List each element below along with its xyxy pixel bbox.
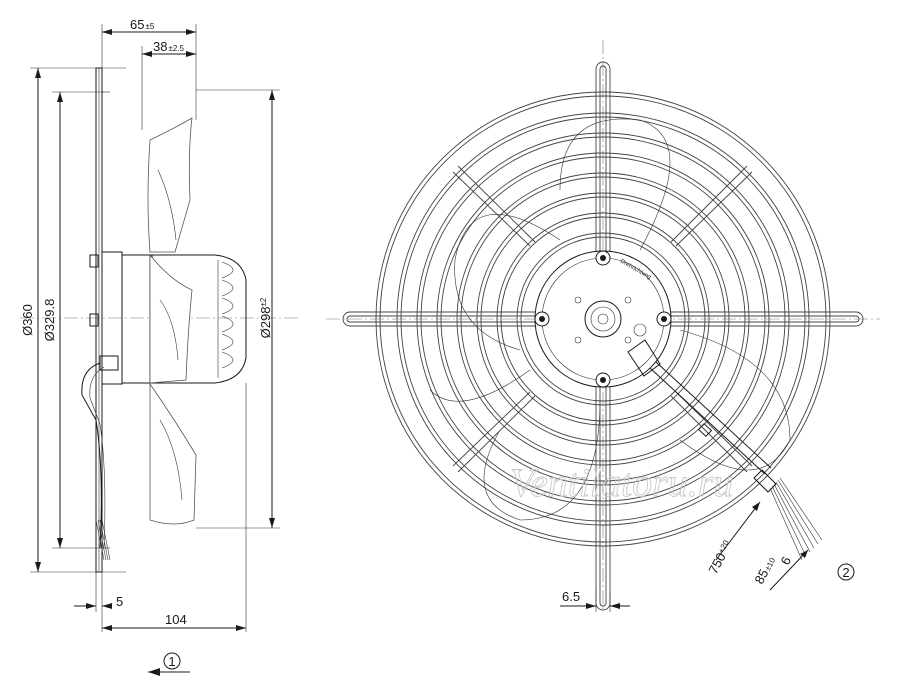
guard-rings xyxy=(375,91,831,547)
dim-strip-length: 85±10 xyxy=(751,553,778,586)
dim-blade-width: 38±2.5 xyxy=(153,39,185,54)
cable-wires-front xyxy=(769,477,823,561)
dim-impeller-diameter: Ø298±2 xyxy=(258,297,273,338)
airflow-marker: 1 xyxy=(148,652,190,676)
impeller-blades-side xyxy=(147,117,197,525)
cable-wires-side xyxy=(95,519,111,561)
dim-wire-strip: 6 xyxy=(777,554,794,567)
side-view: Ø360 Ø329.8 Ø298±2 65±5 38±2.5 5 xyxy=(20,17,300,676)
dim-flange: 5 xyxy=(116,594,123,609)
front-view: Drehrichtung xyxy=(326,40,880,612)
svg-text:2: 2 xyxy=(842,565,849,580)
dim-depth: 104 xyxy=(165,612,187,627)
watermark: Ventilatoru.ru xyxy=(510,460,733,505)
impeller-blades-front xyxy=(429,118,791,521)
mounting-bolts xyxy=(534,250,672,388)
dim-bolt-diameter: Ø329.8 xyxy=(42,299,57,342)
motor-hub: Drehrichtung xyxy=(534,250,672,388)
dim-cable-length: 750+20 xyxy=(705,538,735,577)
motor-fins xyxy=(221,261,234,369)
dim-strut-width: 6.5 xyxy=(562,589,580,604)
dim-overall-width: 65±5 xyxy=(130,17,155,32)
svg-text:1: 1 xyxy=(168,654,175,669)
cable-marker: 2 xyxy=(837,563,855,581)
dim-guard-diameter: Ø360 xyxy=(20,304,35,336)
power-cable xyxy=(627,339,777,493)
guard-radial-struts xyxy=(452,165,753,473)
